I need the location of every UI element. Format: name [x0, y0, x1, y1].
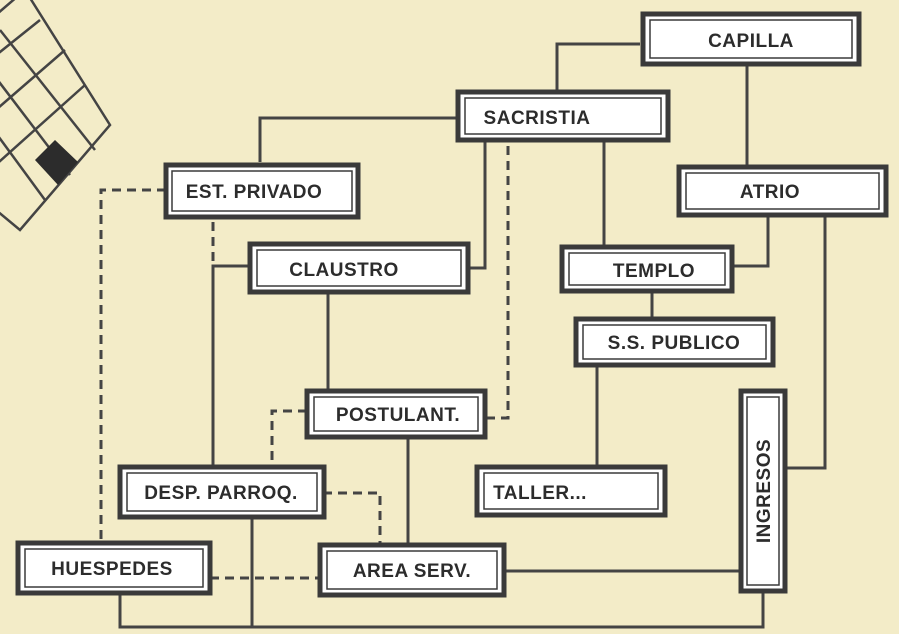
node-label-postulant: POSTULANT. [336, 405, 460, 426]
node-label-templo: TEMPLO [613, 261, 695, 282]
node-est-privado: EST. PRIVADO [163, 162, 361, 220]
node-templo: TEMPLO [559, 244, 735, 294]
node-area-serv: AREA SERV. [317, 542, 507, 598]
node-label-ss-publico: S.S. PUBLICO [608, 333, 741, 354]
node-label-capilla: CAPILLA [708, 31, 794, 52]
node-label-desp-parroq: DESP. PARROQ. [144, 483, 298, 504]
decorative-grid [0, 0, 112, 232]
node-postulant: POSTULANT. [304, 388, 488, 440]
node-label-area-serv: AREA SERV. [353, 561, 471, 582]
node-label-sacristia: SACRISTIA [484, 108, 591, 129]
node-label-est-privado: EST. PRIVADO [186, 182, 323, 203]
node-claustro: CLAUSTRO [247, 241, 471, 295]
node-label-huespedes: HUESPEDES [51, 559, 173, 580]
node-taller: TALLER... [474, 464, 668, 518]
node-ingresos: INGRESOS [738, 388, 788, 594]
node-atrio: ATRIO [676, 164, 889, 218]
node-sacristia: SACRISTIA [455, 89, 671, 143]
node-label-claustro: CLAUSTRO [289, 260, 399, 281]
node-desp-parroq: DESP. PARROQ. [117, 464, 327, 520]
node-huespedes: HUESPEDES [15, 540, 213, 596]
node-label-atrio: ATRIO [740, 182, 800, 203]
connections [99, 42, 827, 629]
node-capilla: CAPILLA [640, 11, 862, 67]
node-label-taller: TALLER... [493, 483, 587, 504]
node-ss-publico: S.S. PUBLICO [573, 316, 776, 368]
node-label-ingresos: INGRESOS [754, 439, 775, 543]
